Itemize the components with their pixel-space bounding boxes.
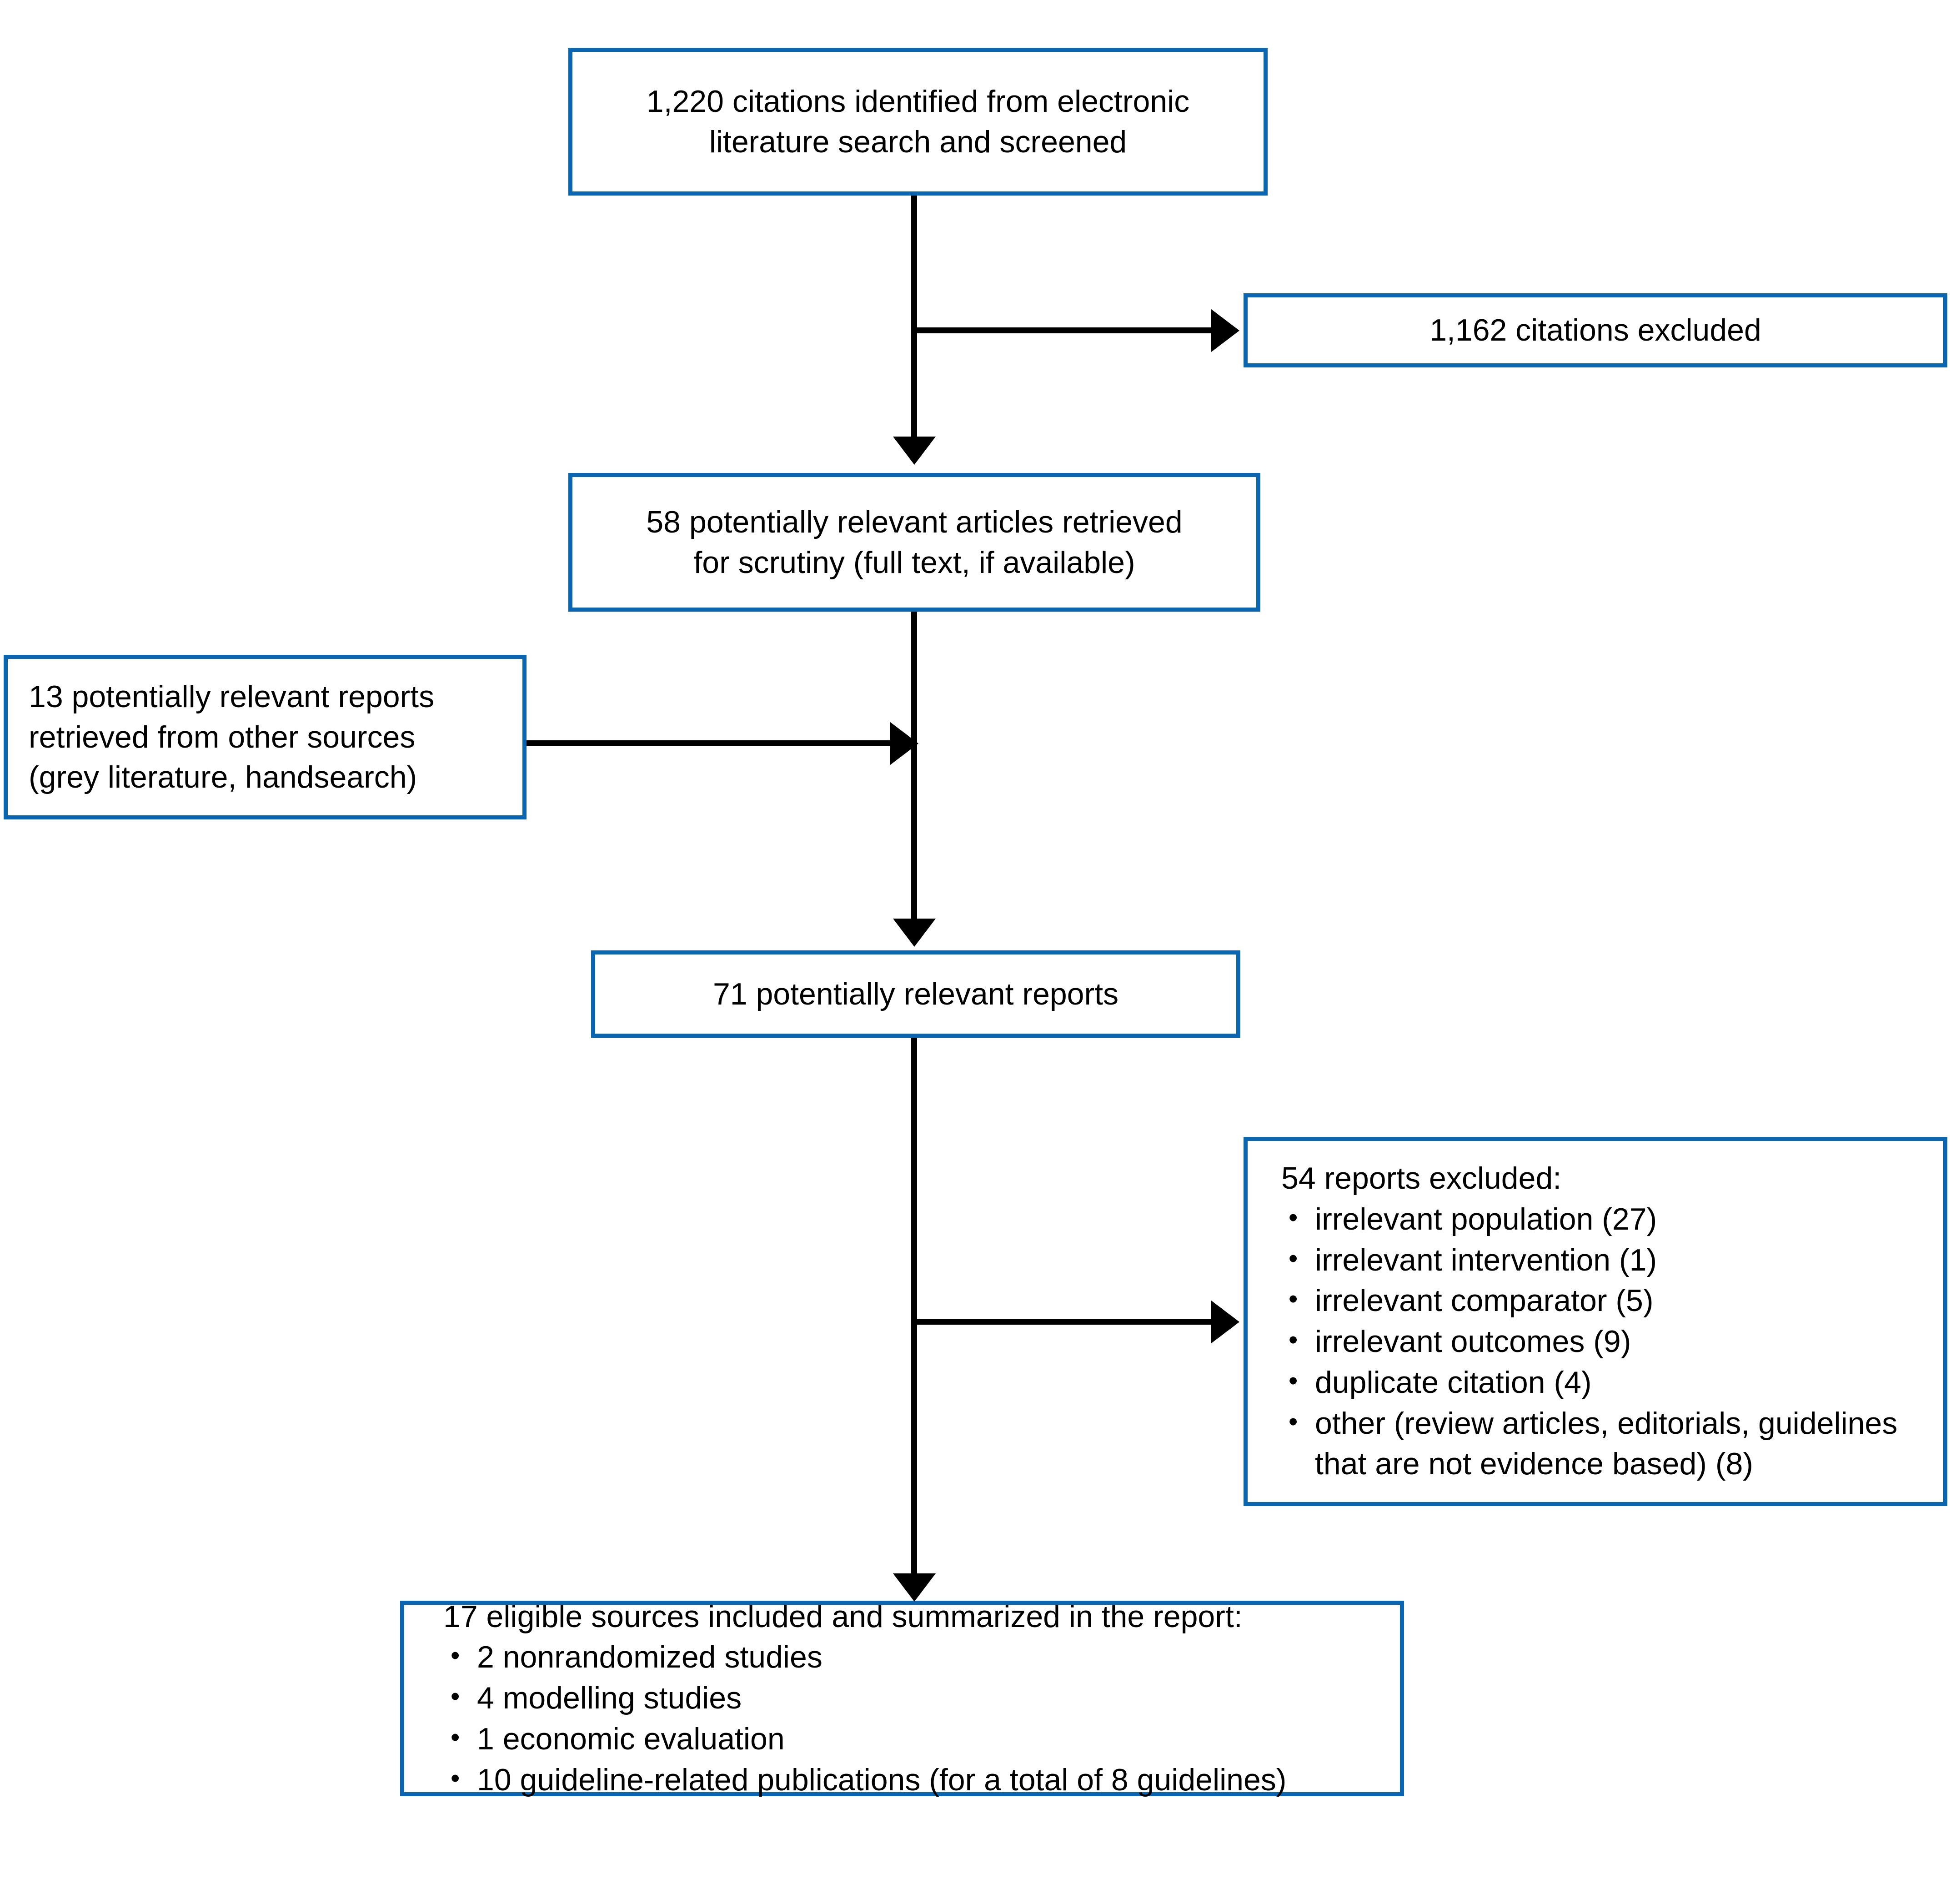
connector-line-to-citations-excluded	[911, 327, 1211, 333]
list-item: irrelevant comparator (5)	[1281, 1281, 1943, 1321]
list-item: other (review articles, editorials, guid…	[1281, 1403, 1943, 1485]
box-citations-identified: 1,220 citations identified from electron…	[568, 48, 1268, 196]
box-articles-retrieved-text: 58 potentially relevant articles retriev…	[646, 505, 1183, 580]
box-eligible-sources-included: 17 eligible sources included and summari…	[400, 1599, 1404, 1797]
box-eligible-sources-header: 17 eligible sources included and summari…	[443, 1599, 1243, 1634]
box-reports-excluded-header: 54 reports excluded:	[1281, 1161, 1562, 1196]
box-eligible-sources-content: 17 eligible sources included and summari…	[404, 1597, 1286, 1801]
list-item: duplicate citation (4)	[1281, 1362, 1943, 1403]
box-citations-identified-text: 1,220 citations identified from electron…	[646, 84, 1190, 159]
box-other-sources-text: 13 potentially relevant reports retrieve…	[29, 679, 435, 795]
box-articles-retrieved: 58 potentially relevant articles retriev…	[568, 473, 1260, 612]
arrowhead-right-icon	[1211, 309, 1239, 352]
box-citations-excluded-text: 1,162 citations excluded	[1429, 313, 1761, 348]
eligible-sources-list: 2 nonrandomized studies 4 modelling stud…	[443, 1637, 1286, 1800]
arrowhead-right-icon	[1211, 1301, 1239, 1343]
arrowhead-down-icon	[893, 1573, 936, 1602]
list-item: 10 guideline-related publications (for a…	[443, 1760, 1286, 1801]
list-item: 4 modelling studies	[443, 1678, 1286, 1719]
list-item: irrelevant intervention (1)	[1281, 1240, 1943, 1281]
connector-line-retrieved-to-reports	[911, 612, 917, 919]
list-item: 2 nonrandomized studies	[443, 1637, 1286, 1678]
list-item: 1 economic evaluation	[443, 1719, 1286, 1760]
connector-line-to-reports-excluded	[911, 1319, 1211, 1325]
connector-line-other-sources-to-trunk	[527, 740, 890, 746]
list-item: irrelevant outcomes (9)	[1281, 1321, 1943, 1362]
arrowhead-down-icon	[893, 919, 936, 947]
reports-excluded-list: irrelevant population (27) irrelevant in…	[1281, 1199, 1943, 1485]
box-relevant-reports-text: 71 potentially relevant reports	[712, 976, 1119, 1011]
box-relevant-reports: 71 potentially relevant reports	[591, 950, 1240, 1038]
list-item: irrelevant population (27)	[1281, 1199, 1943, 1240]
box-reports-excluded-content: 54 reports excluded: irrelevant populati…	[1248, 1158, 1943, 1485]
box-other-sources: 13 potentially relevant reports retrieve…	[4, 655, 527, 819]
box-citations-excluded: 1,162 citations excluded	[1244, 293, 1947, 367]
arrowhead-down-icon	[893, 437, 936, 465]
connector-line-reports-to-included	[911, 1038, 917, 1573]
connector-line-identified-to-retrieved	[911, 196, 917, 437]
box-reports-excluded: 54 reports excluded: irrelevant populati…	[1244, 1137, 1947, 1506]
arrowhead-right-icon	[890, 722, 918, 765]
